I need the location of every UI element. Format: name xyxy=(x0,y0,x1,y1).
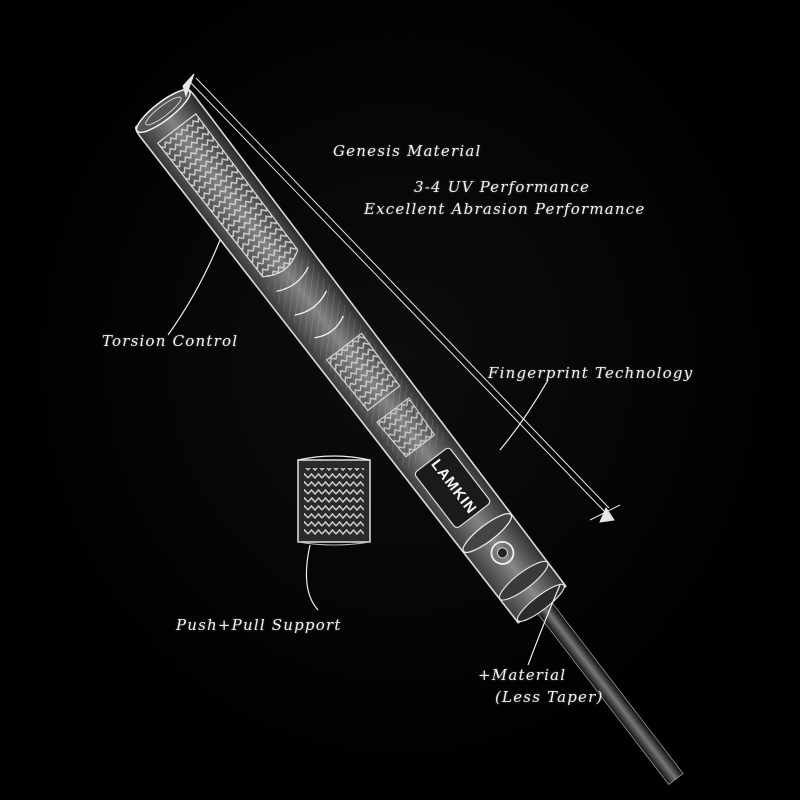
callout-abrasion-performance: Excellent Abrasion Performance xyxy=(364,200,646,218)
callout-less-taper: (Less Taper) xyxy=(495,688,604,706)
length-dimension-arrow xyxy=(182,73,621,523)
callout-material: +Material xyxy=(478,666,567,684)
torsion-rib xyxy=(314,315,344,339)
grip-collar xyxy=(462,513,513,554)
callout-fingerprint-technology: Fingerprint Technology xyxy=(488,364,694,382)
callout-torsion-control: Torsion Control xyxy=(102,332,239,350)
grip-bottom-ring xyxy=(516,583,565,622)
torsion-rib xyxy=(276,266,309,293)
lower-zigzag-panel xyxy=(376,397,436,458)
golf-grip: LAMKIN xyxy=(134,87,567,624)
texture-detail-inset xyxy=(297,455,371,546)
end-cap-ring xyxy=(145,96,182,126)
callout-genesis-material: Genesis Material xyxy=(333,142,482,160)
grip-end-cap xyxy=(135,88,191,134)
collar-ring xyxy=(490,541,515,565)
fingerprint-leader-line xyxy=(499,379,549,451)
mid-zigzag-panel xyxy=(325,332,401,412)
material-leader-line xyxy=(527,584,561,666)
collar-core xyxy=(496,547,508,559)
callout-push-pull-support: Push+Pull Support xyxy=(176,616,342,634)
torsion-rib xyxy=(294,290,328,316)
upper-zigzag-panel xyxy=(156,113,299,278)
grip-lower-ring xyxy=(498,560,549,601)
logo-band xyxy=(414,447,491,528)
callout-uv-performance: 3-4 UV Performance xyxy=(414,178,591,196)
push-pull-leader-line xyxy=(305,544,319,611)
torsion-leader-line xyxy=(167,239,221,336)
